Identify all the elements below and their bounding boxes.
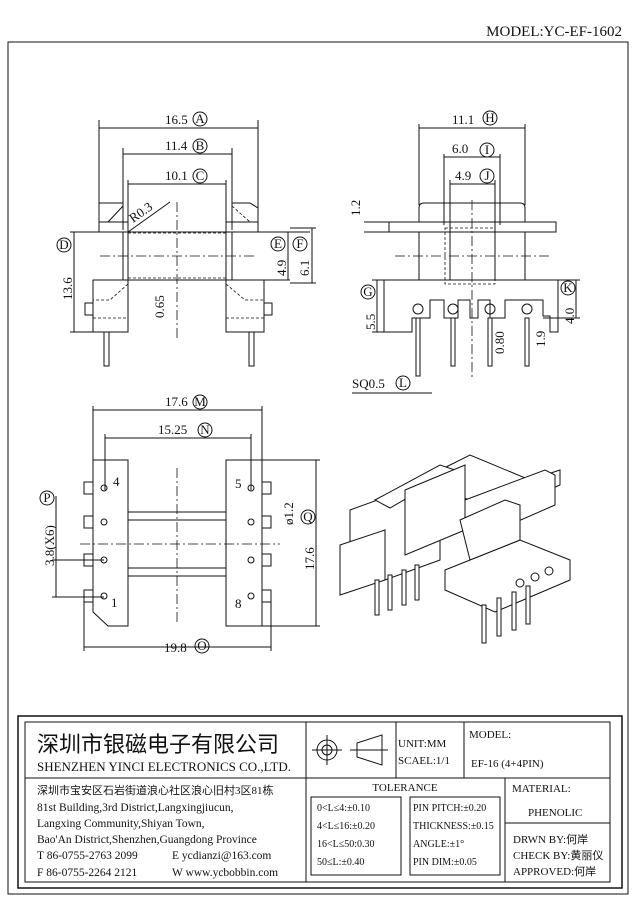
- address-line: Langxing Community,Shiyan Town,: [37, 818, 205, 830]
- dim-label-A: A: [195, 111, 205, 126]
- address-cn: 深圳市宝安区石岩街道浪心社区浪心旧村3区81栋: [37, 783, 274, 797]
- address-line: Bao'An District,Shenzhen,Guangdong Provi…: [37, 834, 257, 846]
- drawn-by: DRWN BY:何岸: [513, 833, 588, 846]
- check-by: CHECK BY:黄丽仪: [513, 848, 603, 862]
- dim-A: 16.5: [165, 112, 188, 127]
- dim-G: 5.5: [363, 314, 378, 330]
- scale-label: SCAEL:1/1: [398, 755, 450, 767]
- email: E ycdianzi@163.com: [172, 850, 271, 862]
- tolerance-title: TOLERANCE: [372, 782, 437, 794]
- dim-label-M: M: [194, 394, 206, 409]
- dim-label-B: B: [196, 138, 205, 153]
- tolerance-item: 4<L≤16:±0.20: [317, 821, 375, 832]
- dim-M: 17.6: [165, 394, 188, 409]
- dim-Q: 17.6: [302, 547, 317, 570]
- side-view: 11.1 H 6.0 I 4.9 J 1.2 5.5 G 4.0 K 0.80 …: [348, 110, 580, 394]
- dim-label-E: E: [274, 236, 282, 251]
- dim-gap: 0.65: [152, 295, 167, 318]
- bottom-view: 17.6 M 15.25 N 4 5 1 8 19.8 O 3.8(X6) P …: [39, 394, 320, 655]
- tolerance-item: 0<L≤4:±0.10: [317, 803, 370, 814]
- material-value: PHENOLIC: [528, 807, 582, 819]
- dim-label-Q: Q: [303, 509, 313, 524]
- website: W www.ycbobbin.com: [172, 867, 278, 879]
- dim-E: 4.9: [274, 260, 289, 276]
- dim-B: 11.4: [165, 138, 188, 153]
- unit-label: UNIT:MM: [398, 738, 447, 750]
- dim-label-K: K: [563, 280, 573, 295]
- dim-label-H: H: [485, 110, 494, 125]
- dim-O: 19.8: [164, 640, 187, 655]
- model-label: MODEL:: [469, 729, 511, 741]
- pin-number-8: 8: [235, 596, 242, 611]
- pin-holes: [83, 481, 272, 603]
- approved-by: APPROVED:何岸: [513, 865, 596, 878]
- dim-H: 11.1: [452, 112, 474, 127]
- dim-label-C: C: [196, 168, 205, 183]
- title-block: 深圳市银磁电子有限公司 SHENZHEN YINCI ELECTRONICS C…: [17, 715, 623, 889]
- pin-number-4: 4: [113, 474, 120, 489]
- address-line: 81st Building,3rd District,Langxingjiucu…: [37, 802, 234, 814]
- tolerance-item: PIN DIM:±0.05: [413, 857, 477, 868]
- dim-flange: 1.2: [348, 200, 363, 216]
- phone: T 86-0755-2763 2099: [37, 850, 138, 862]
- dim-label-F: F: [296, 236, 303, 251]
- material-label: MATERIAL:: [512, 783, 571, 795]
- dim-N: 15.25: [158, 422, 187, 437]
- pin-number-5: 5: [235, 476, 242, 491]
- model-header: MODEL:YC-EF-1602: [486, 24, 622, 40]
- dim-label-J: J: [484, 168, 489, 183]
- tolerance-item: ANGLE:±1°: [413, 839, 464, 850]
- radius-label: R0.3: [126, 199, 155, 226]
- dim-C: 10.1: [165, 168, 188, 183]
- model-value: EF-16 (4+4PIN): [471, 758, 544, 770]
- tolerance-item: 16<L≤50:0.30: [317, 839, 375, 850]
- dim-label-G: G: [363, 284, 372, 299]
- isometric-view: [339, 454, 571, 644]
- dim-label-D: D: [59, 237, 68, 252]
- dim-hole: ø1.2: [281, 502, 296, 525]
- pin-number-1: 1: [111, 595, 118, 610]
- dim-pin-height: 1.9: [533, 331, 548, 347]
- tolerance-item: 50≤L:±0.40: [317, 857, 364, 868]
- dim-label-L: L: [399, 375, 407, 390]
- front-view: 16.5 A 11.4 B 10.1 C R0.3 13.6 D 4.9 6.1…: [56, 111, 316, 367]
- sheet-border: [7, 41, 629, 895]
- dim-K: 4.0: [562, 308, 577, 324]
- dim-label-O: O: [197, 638, 206, 653]
- tolerance-item: THICKNESS:±0.15: [413, 821, 494, 832]
- dim-label-P: P: [43, 490, 50, 505]
- projection-symbol-icon: [312, 734, 388, 766]
- dim-J: 4.9: [455, 168, 471, 183]
- company-name-en: SHENZHEN YINCI ELECTRONICS CO.,LTD.: [37, 759, 291, 774]
- dim-pin-gap: 0.80: [492, 331, 507, 354]
- fax: F 86-0755-2264 2121: [37, 867, 138, 879]
- tolerance-item: PIN PITCH:±0.20: [413, 803, 486, 814]
- dim-P: 3.8(X6): [42, 525, 57, 566]
- dim-F: 6.1: [297, 260, 312, 276]
- dim-I: 6.0: [452, 141, 468, 156]
- company-name-cn: 深圳市银磁电子有限公司: [37, 732, 279, 757]
- dim-label-I: I: [485, 142, 489, 157]
- dim-L: SQ0.5: [352, 376, 385, 391]
- dim-D: 13.6: [60, 277, 75, 300]
- dim-label-N: N: [200, 422, 210, 437]
